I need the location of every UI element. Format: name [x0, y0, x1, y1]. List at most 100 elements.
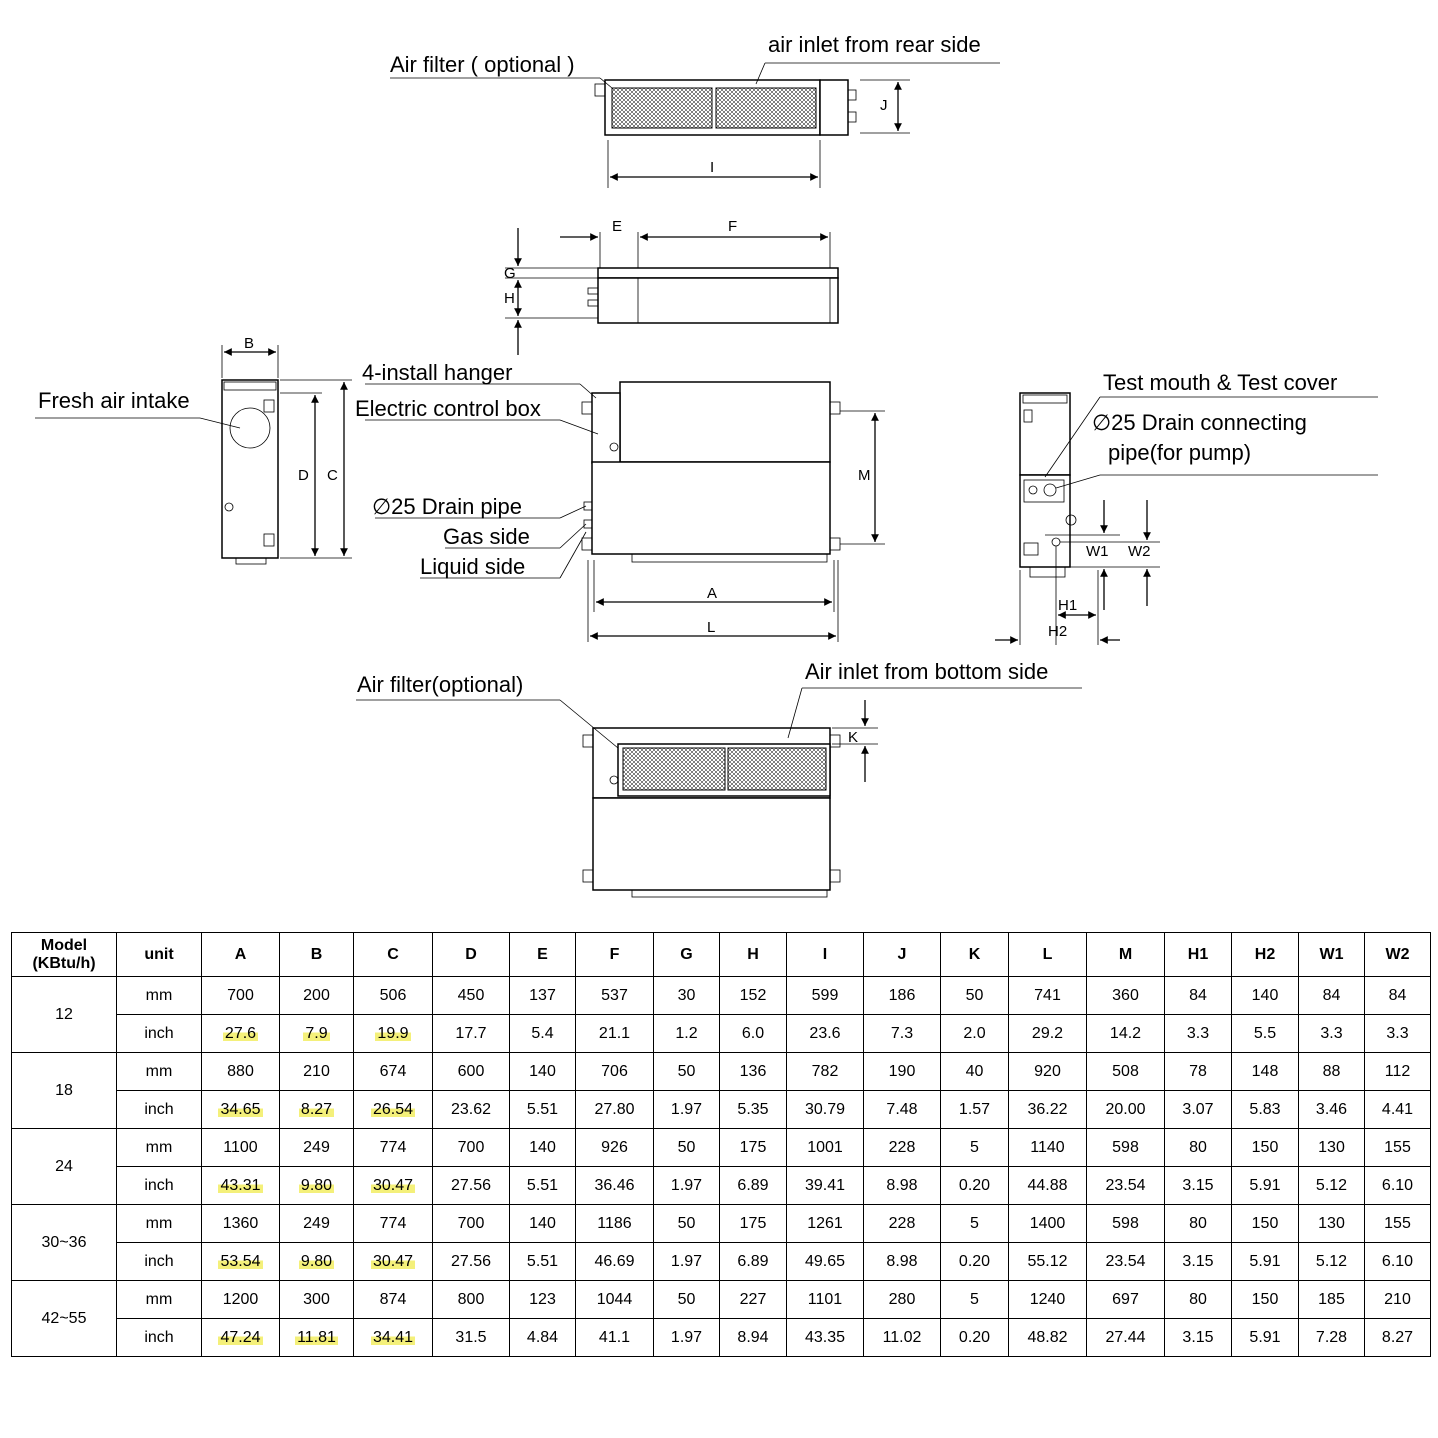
label-drain-connecting-2: pipe(for pump) [1108, 440, 1251, 465]
model-cell: 30~36 [11, 1204, 117, 1281]
value-cell: 1.97 [653, 1090, 720, 1129]
dim-letter-m: M [858, 467, 871, 484]
value-cell: 84 [1164, 976, 1232, 1015]
value-cell: 5 [940, 1204, 1009, 1243]
value-cell: 7.28 [1298, 1318, 1365, 1357]
value-cell: 80 [1164, 1128, 1232, 1167]
value-cell: 84 [1364, 976, 1431, 1015]
column-header: H1 [1164, 932, 1232, 977]
unit-cell: mm [116, 976, 202, 1015]
value-cell: 1.2 [653, 1014, 720, 1053]
value-cell: 774 [353, 1204, 433, 1243]
label-air-filter-optional-bottom: Air filter(optional) [357, 672, 523, 697]
dim-letter-g: G [504, 265, 516, 282]
value-cell: 39.41 [786, 1166, 864, 1205]
value-cell: 7.3 [863, 1014, 941, 1053]
value-cell: 227 [719, 1280, 787, 1319]
value-cell: 5.91 [1231, 1318, 1299, 1357]
value-cell: 5.51 [509, 1166, 576, 1205]
value-cell: 450 [432, 976, 510, 1015]
value-cell: 1044 [575, 1280, 654, 1319]
value-cell: 5.12 [1298, 1242, 1365, 1281]
value-cell: 46.69 [575, 1242, 654, 1281]
label-liquid-side: Liquid side [420, 554, 525, 579]
label-air-inlet-bottom: Air inlet from bottom side [805, 659, 1048, 684]
dim-letter-d: D [298, 467, 309, 484]
column-header: D [432, 932, 510, 977]
value-cell: 5.83 [1231, 1090, 1299, 1129]
value-cell: 29.2 [1008, 1014, 1087, 1053]
value-cell: 140 [509, 1052, 576, 1091]
value-cell: 30.47 [353, 1242, 433, 1281]
value-cell: 598 [1086, 1204, 1165, 1243]
value-cell: 1.97 [653, 1318, 720, 1357]
value-cell: 674 [353, 1052, 433, 1091]
highlighted-value: 11.81 [295, 1328, 338, 1346]
label-drain-pipe: ∅25 Drain pipe [372, 494, 522, 519]
value-cell: 78 [1164, 1052, 1232, 1091]
unit-cell: mm [116, 1280, 202, 1319]
label-drain-connecting-1: ∅25 Drain connecting [1092, 410, 1307, 435]
highlighted-value: 34.41 [370, 1328, 416, 1346]
value-cell: 508 [1086, 1052, 1165, 1091]
value-cell: 27.56 [432, 1242, 510, 1281]
unit-cell: inch [116, 1166, 202, 1205]
dim-letter-l: L [707, 619, 715, 636]
column-header: H [719, 932, 787, 977]
unit-cell: mm [116, 1204, 202, 1243]
value-cell: 155 [1364, 1128, 1431, 1167]
value-cell: 148 [1231, 1052, 1299, 1091]
value-cell: 7.9 [279, 1014, 354, 1053]
value-cell: 50 [653, 1280, 720, 1319]
unit-cell: mm [116, 1128, 202, 1167]
value-cell: 49.65 [786, 1242, 864, 1281]
value-cell: 20.00 [1086, 1090, 1165, 1129]
value-cell: 4.84 [509, 1318, 576, 1357]
column-header: I [786, 932, 864, 977]
value-cell: 43.31 [201, 1166, 280, 1205]
value-cell: 5 [940, 1280, 1009, 1319]
value-cell: 3.3 [1298, 1014, 1365, 1053]
dim-letter-b: B [244, 335, 254, 352]
front-view: M A L 4-install hanger Electric control … [355, 360, 885, 642]
value-cell: 700 [201, 976, 280, 1015]
highlighted-value: 27.6 [222, 1024, 259, 1042]
value-cell: 4.41 [1364, 1090, 1431, 1129]
model-cell: 24 [11, 1128, 117, 1205]
value-cell: 140 [509, 1204, 576, 1243]
value-cell: 5.51 [509, 1090, 576, 1129]
value-cell: 27.56 [432, 1166, 510, 1205]
value-cell: 55.12 [1008, 1242, 1087, 1281]
model-cell: 18 [11, 1052, 117, 1129]
value-cell: 3.3 [1164, 1014, 1232, 1053]
value-cell: 3.3 [1364, 1014, 1431, 1053]
dim-letter-e: E [612, 218, 622, 235]
label-air-filter-optional-top: Air filter ( optional ) [390, 52, 575, 77]
value-cell: 50 [653, 1128, 720, 1167]
model-cell: 42~55 [11, 1280, 117, 1357]
unit-cell: mm [116, 1052, 202, 1091]
value-cell: 228 [863, 1128, 941, 1167]
label-air-inlet-rear: air inlet from rear side [768, 32, 981, 57]
value-cell: 1261 [786, 1204, 864, 1243]
label-test-mouth: Test mouth & Test cover [1103, 370, 1337, 395]
value-cell: 175 [719, 1204, 787, 1243]
column-header: unit [116, 932, 202, 977]
column-header: J [863, 932, 941, 977]
unit-cell: inch [116, 1242, 202, 1281]
value-cell: 700 [432, 1128, 510, 1167]
value-cell: 175 [719, 1128, 787, 1167]
value-cell: 40 [940, 1052, 1009, 1091]
value-cell: 1.97 [653, 1242, 720, 1281]
value-cell: 6.89 [719, 1166, 787, 1205]
label-electric-control-box: Electric control box [355, 396, 541, 421]
value-cell: 30.47 [353, 1166, 433, 1205]
dim-letter-f: F [728, 218, 737, 235]
value-cell: 8.27 [1364, 1318, 1431, 1357]
value-cell: 697 [1086, 1280, 1165, 1319]
value-cell: 30.79 [786, 1090, 864, 1129]
